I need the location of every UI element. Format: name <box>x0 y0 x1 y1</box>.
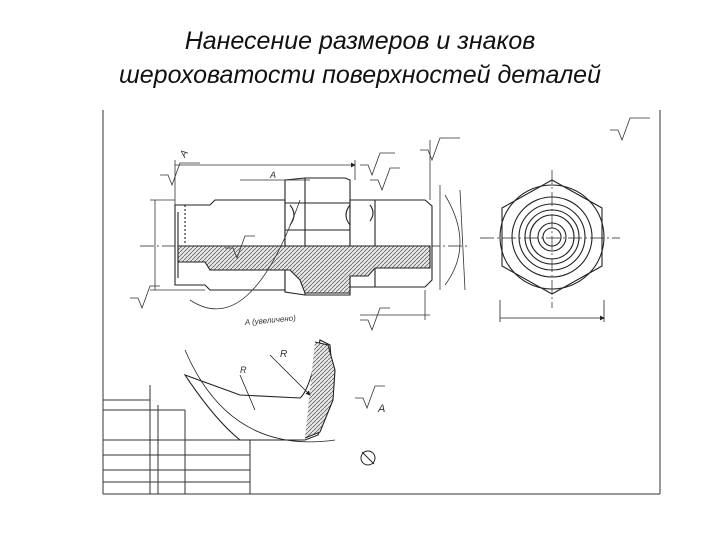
detail-note: A (увеличено) <box>243 314 296 328</box>
slide-title: Нанесение размеров и знаков шероховатост… <box>0 24 720 92</box>
radius-label-2: R <box>240 365 247 375</box>
dimension-lines <box>130 117 650 410</box>
radius-label: R <box>280 349 287 360</box>
title-block <box>103 385 251 494</box>
dimension-label-a-top: A <box>178 148 192 160</box>
hex-end-view <box>480 170 620 322</box>
title-line-1: Нанесение размеров и знаков <box>184 27 536 55</box>
sheet-frame <box>102 110 661 495</box>
section-hatching <box>177 245 431 294</box>
detail-view <box>183 339 376 466</box>
roughness-label-a: A <box>377 403 385 415</box>
title-line-2: шероховатости поверхностей деталей <box>119 61 601 89</box>
dimension-label-a-mid: A <box>269 170 276 180</box>
